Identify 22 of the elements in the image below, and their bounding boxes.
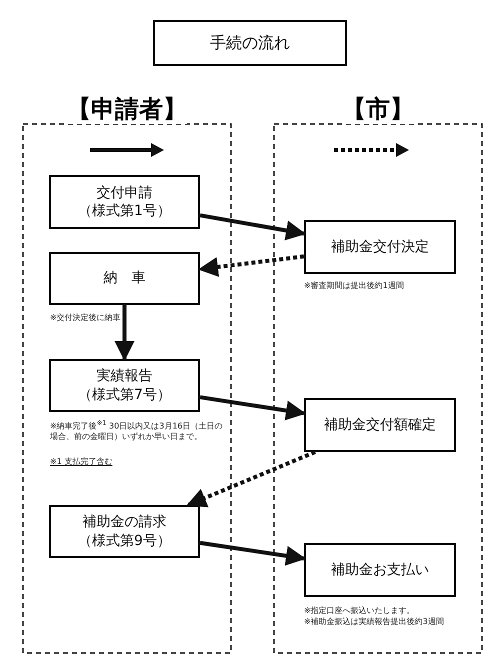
swimlane: [273, 93, 483, 654]
note-text: ※指定口座へ振込いたします。: [304, 606, 416, 617]
process-box: 補助金お支払い: [304, 543, 456, 597]
arrow: [200, 395, 306, 420]
note-text: ※納車完了後$^{※1}$ 30日以内又は3月16日（土日の場合、前の金曜日）いずれか早い日まで。: [50, 419, 224, 444]
process-box: 交付申請（様式第1号）: [49, 175, 200, 229]
note-text: ※交付決定後に納車: [50, 313, 122, 324]
arrow: [198, 254, 304, 277]
process-box: 実績報告（様式第7号）: [49, 359, 200, 412]
arrow: [200, 213, 306, 240]
title-box: 手続の流れ: [153, 20, 347, 66]
process-box: 補助金交付額確定: [304, 398, 456, 452]
lane-heading: 【申請者】: [67, 95, 187, 124]
note-text: ※補助金振込は実績報告提出後約3週間: [304, 617, 445, 628]
arrow: [186, 450, 316, 508]
process-box: 納 車: [49, 252, 200, 305]
note-text: ※1 支払完了含む: [50, 457, 114, 468]
arrow: [200, 540, 306, 566]
process-box: 補助金の請求（様式第9号）: [49, 505, 200, 558]
process-box: 補助金交付決定: [304, 220, 456, 274]
note-text: ※審査期間は提出後約1週間: [304, 281, 405, 292]
arrow: [114, 305, 134, 361]
